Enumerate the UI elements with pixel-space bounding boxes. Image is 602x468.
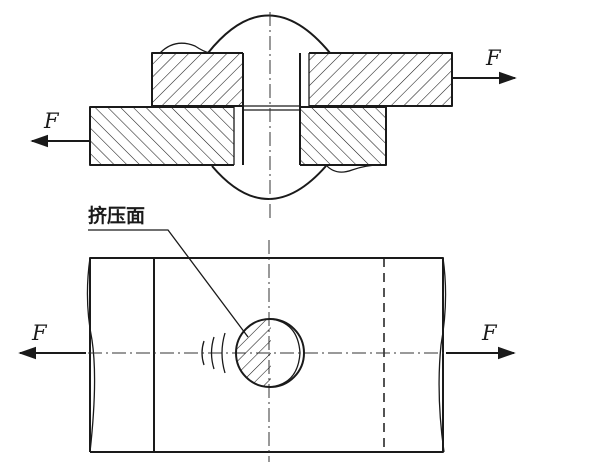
upper-plate [151,42,453,107]
force-label-top-left: F [43,109,60,133]
plan-view: 挤压面 F F [18,204,516,462]
force-label-bottom-right: F [481,321,498,345]
lower-plate [89,106,387,173]
plate-break-right [438,257,447,453]
bearing-surface-label: 挤压面 [88,204,145,227]
rivet-head-top [207,14,331,54]
rivet-shank [233,53,310,165]
bearing-surface-leader [88,229,249,338]
section-view: F F [30,12,517,222]
pressure-arcs [201,332,226,374]
force-label-bottom-left: F [31,321,48,345]
force-label-top-right: F [485,46,502,70]
rivet-head-bottom [211,165,327,200]
rivet-cross-section [235,318,305,388]
plate-break-left [86,257,96,453]
